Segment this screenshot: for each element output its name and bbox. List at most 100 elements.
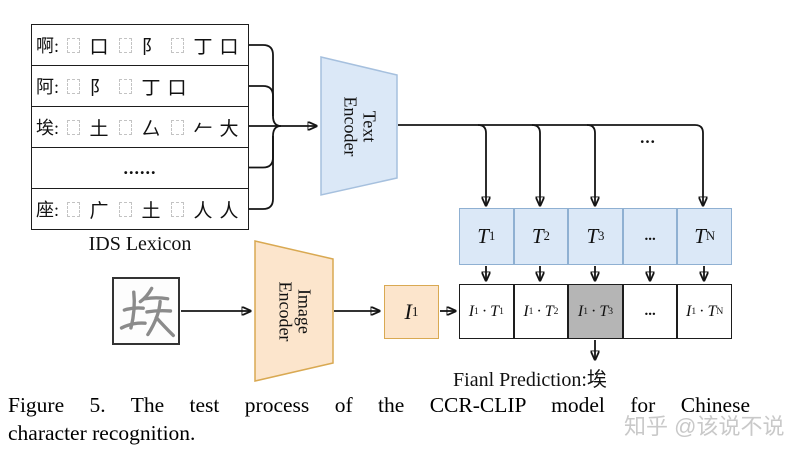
math-base: I (686, 302, 692, 320)
component-char: 厶 (141, 118, 161, 140)
ids-lexicon-label: IDS Lexicon (88, 233, 192, 255)
idc-box-icon (66, 201, 80, 217)
component-char: 口 (219, 36, 239, 58)
handwritten-char-strokes (119, 286, 175, 338)
idc-placeholder-icon (164, 201, 190, 217)
idc-box-icon (170, 201, 184, 217)
idc-placeholder-icon (112, 37, 138, 53)
dot-product-operator: · (536, 302, 542, 320)
math-base: I (523, 302, 529, 320)
lexicon-ids-sequence: 阝丁口 (60, 73, 190, 100)
math-base: T (490, 302, 500, 320)
text-encoder-text-line: Encoder (340, 96, 360, 156)
math-sub: 1 (488, 229, 496, 243)
math-sub: 1 (411, 304, 419, 319)
idc-placeholder-icon (164, 119, 190, 135)
math-sub: 3 (608, 306, 614, 317)
math-sub: 1 (691, 306, 697, 317)
dot-product-operator: · (699, 302, 705, 320)
math-sub: 2 (553, 306, 559, 317)
idc-box-icon (66, 37, 80, 53)
component-char: 大 (219, 118, 239, 140)
final-prediction-text: Fianl Prediction:埃 (453, 369, 607, 391)
idc-placeholder-icon (112, 119, 138, 135)
lexicon-row: 座: 广 土 人人 (32, 189, 248, 229)
component-char: 广 (89, 200, 109, 222)
input-character-image (112, 277, 180, 345)
lexicon-head-char: 座: (36, 200, 60, 220)
math-base: T (544, 302, 554, 320)
image-encoder-shape (254, 240, 334, 382)
math-base: T (586, 224, 599, 248)
idc-box-icon (66, 78, 80, 94)
math-base: T (707, 302, 717, 320)
zhihu-watermark: 知乎 @该说不说 (624, 414, 785, 439)
text-embedding-cell-ellipsis: ... (622, 208, 678, 265)
dot-product-operator: · (591, 302, 597, 320)
image-encoder-text-line: Image (294, 288, 315, 334)
idc-box-icon (170, 119, 184, 135)
component-char: 人 (219, 200, 239, 222)
text-encoder-shape (320, 56, 398, 196)
math-sub: N (716, 306, 724, 317)
component-char: 人 (193, 200, 213, 222)
component-char: 口 (89, 36, 109, 58)
lexicon-row: 啊:口阝丁口 (32, 25, 248, 66)
image-encoder-text-line: Encoder (275, 281, 295, 341)
idc-box-icon (118, 201, 132, 217)
component-char: 𠂉 (193, 118, 213, 140)
idc-box-icon (118, 119, 132, 135)
lexicon-ids-sequence: 广 土 人人 (60, 196, 242, 223)
caption-line-2: character recognition. (8, 421, 196, 446)
lexicon-ellipsis: ...... (123, 157, 157, 178)
math-sub: 1 (499, 306, 504, 317)
math-base: T (531, 224, 544, 248)
math-sub: 1 (528, 306, 534, 317)
component-char: 口 (167, 77, 187, 99)
component-char: 阝 (141, 36, 161, 58)
idc-placeholder-icon (60, 37, 86, 53)
idc-placeholder-icon (60, 78, 86, 94)
component-char: 阝 (89, 77, 109, 99)
component-char: 土 (141, 200, 161, 222)
idc-placeholder-icon (164, 37, 190, 53)
figure-caption: Figure 5. The test process of the CCR-CL… (8, 391, 750, 448)
lexicon-head-char: 阿: (36, 77, 60, 97)
math-base: T (694, 224, 706, 248)
math-sub: 1 (474, 306, 479, 317)
idc-box-icon (66, 119, 80, 135)
idc-box-icon (118, 37, 132, 53)
component-char: 丁 (193, 36, 213, 58)
idc-placeholder-icon (60, 201, 86, 217)
math-sub: 1 (583, 306, 589, 317)
idc-box-icon (118, 78, 132, 94)
lexicon-head-char: 啊: (36, 36, 60, 56)
idc-placeholder-icon (60, 119, 86, 135)
idc-box-icon (170, 37, 184, 53)
dot-product-operator: · (481, 302, 488, 320)
math-sub: N (705, 229, 716, 243)
bus-ellipsis: ... (640, 128, 656, 147)
lexicon-row: ...... (32, 148, 248, 189)
lexicon-row: 阿:阝丁口 (32, 66, 248, 107)
math-base: I (404, 299, 412, 324)
math-base: I (468, 302, 475, 320)
text-encoder-text-line: Text (359, 110, 380, 142)
